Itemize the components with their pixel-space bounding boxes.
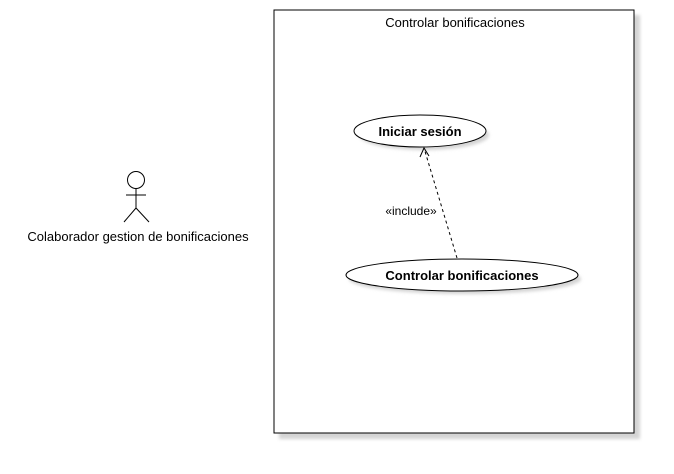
use-case-iniciar-sesion-label: Iniciar sesión: [378, 124, 461, 139]
actor-left-leg: [123, 207, 137, 223]
system-boundary-title: Controlar bonificaciones: [385, 15, 525, 30]
actor[interactable]: Colaborador gestion de bonificaciones: [27, 171, 249, 245]
use-case-iniciar-sesion-ellipse: [353, 114, 487, 148]
use-case-controlar-bonificaciones[interactable]: Controlar bonificaciones: [345, 258, 581, 294]
actor-figure-icon: [123, 171, 150, 223]
include-dashed-line: [423, 147, 458, 259]
actor-right-leg: [135, 207, 150, 223]
actor-head: [127, 171, 145, 189]
use-case-iniciar-sesion[interactable]: Iniciar sesión: [353, 114, 489, 150]
actor-name: Colaborador gestion de bonificaciones: [27, 229, 249, 244]
include-label: «include»: [385, 204, 437, 218]
system-boundary[interactable]: Controlar bonificaciones: [273, 9, 640, 439]
include-relationship[interactable]: «include»: [385, 146, 458, 259]
use-case-controlar-bonificaciones-label: Controlar bonificaciones: [385, 268, 538, 283]
use-case-controlar-bonificaciones-ellipse: [345, 258, 579, 292]
system-boundary-frame: [273, 9, 635, 434]
include-arrowhead-icon: [419, 146, 430, 158]
